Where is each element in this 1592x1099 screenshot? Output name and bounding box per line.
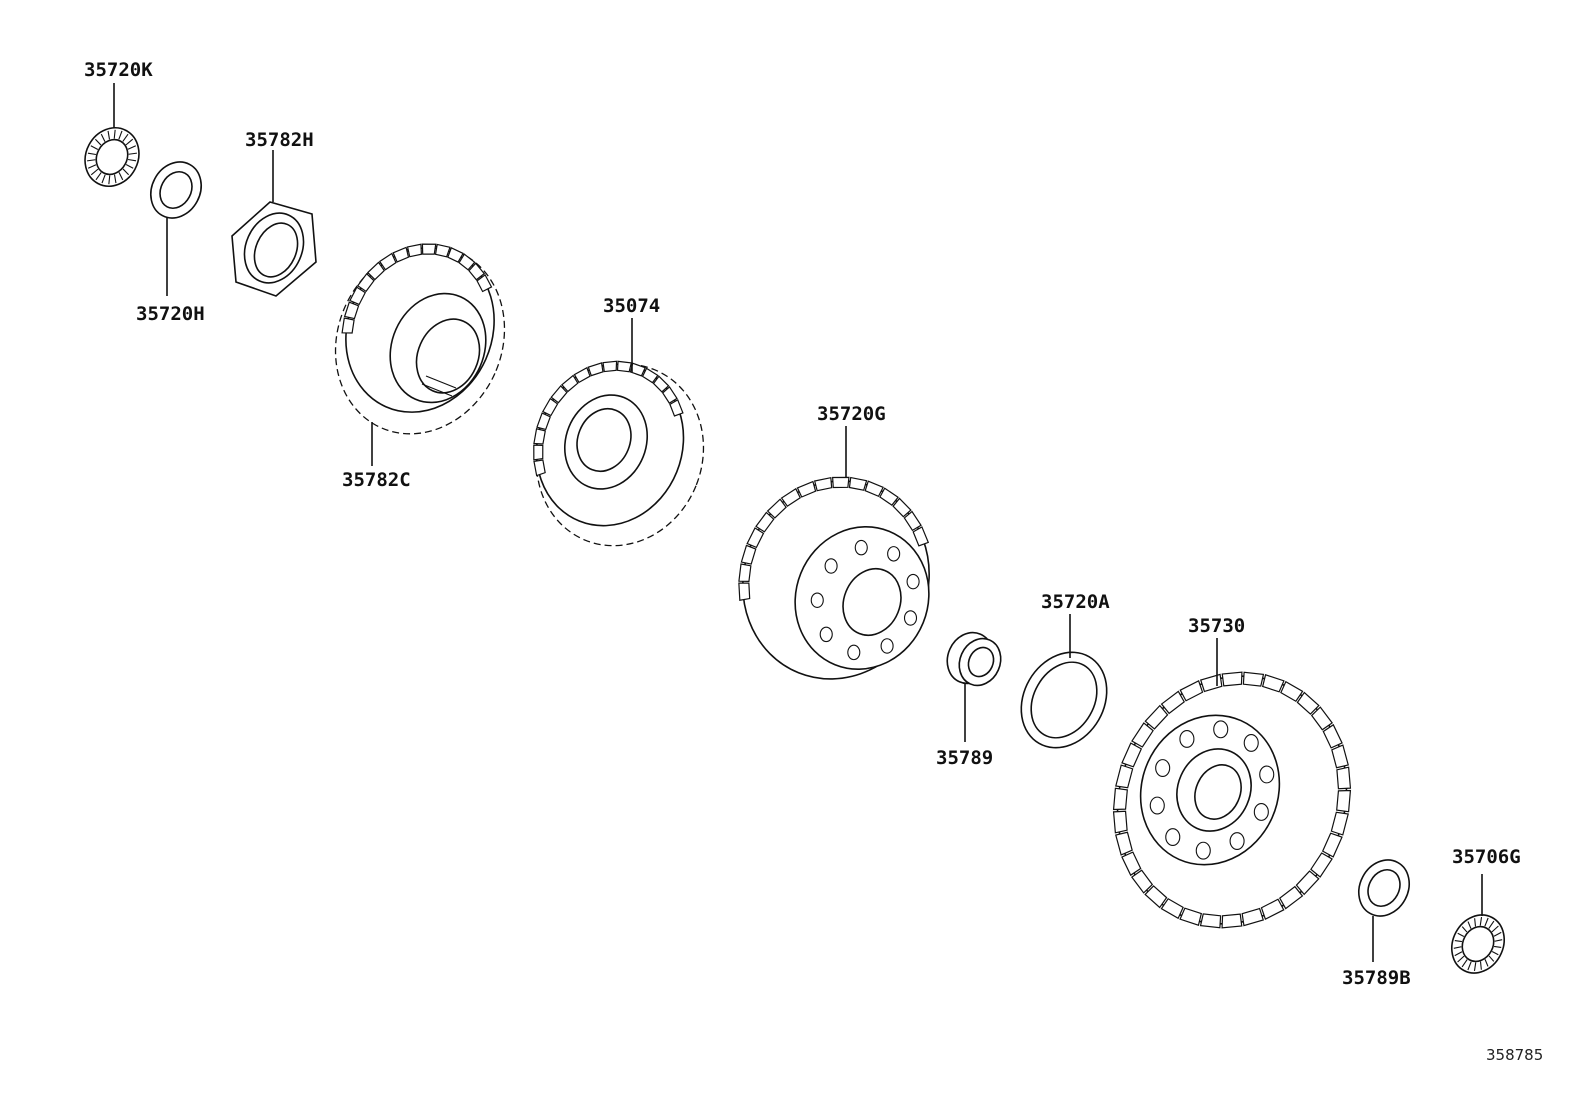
label-35782H[interactable]: 35782H: [245, 129, 314, 151]
label-35789[interactable]: 35789: [936, 747, 993, 769]
part-35706G-bearing[interactable]: [1442, 906, 1514, 982]
part-35789-bushing[interactable]: [939, 625, 1008, 692]
part-35720H-washer[interactable]: [141, 153, 211, 227]
label-35706G[interactable]: 35706G: [1452, 846, 1521, 868]
diagram-reference-number: 358785: [1486, 1046, 1543, 1064]
part-35720K-bearing[interactable]: [75, 118, 149, 195]
label-35720A[interactable]: 35720A: [1041, 591, 1110, 613]
label-35720H[interactable]: 35720H: [136, 303, 205, 325]
part-35782C-gear[interactable]: [306, 219, 534, 461]
label-35789B[interactable]: 35789B: [1342, 967, 1411, 989]
label-35730[interactable]: 35730: [1188, 615, 1245, 637]
part-35730-clutch-drum[interactable]: [1078, 639, 1385, 960]
part-35720A-washer[interactable]: [1004, 637, 1123, 764]
label-35720G[interactable]: 35720G: [817, 403, 886, 425]
label-35074[interactable]: 35074: [603, 295, 660, 317]
part-35782H-nut[interactable]: [231, 201, 317, 297]
part-35789B-washer[interactable]: [1349, 851, 1419, 925]
label-35720K[interactable]: 35720K: [84, 59, 153, 81]
part-35074-gear[interactable]: [510, 339, 731, 571]
label-35782C[interactable]: 35782C: [342, 469, 411, 491]
part-35720G-carrier[interactable]: [713, 453, 959, 707]
